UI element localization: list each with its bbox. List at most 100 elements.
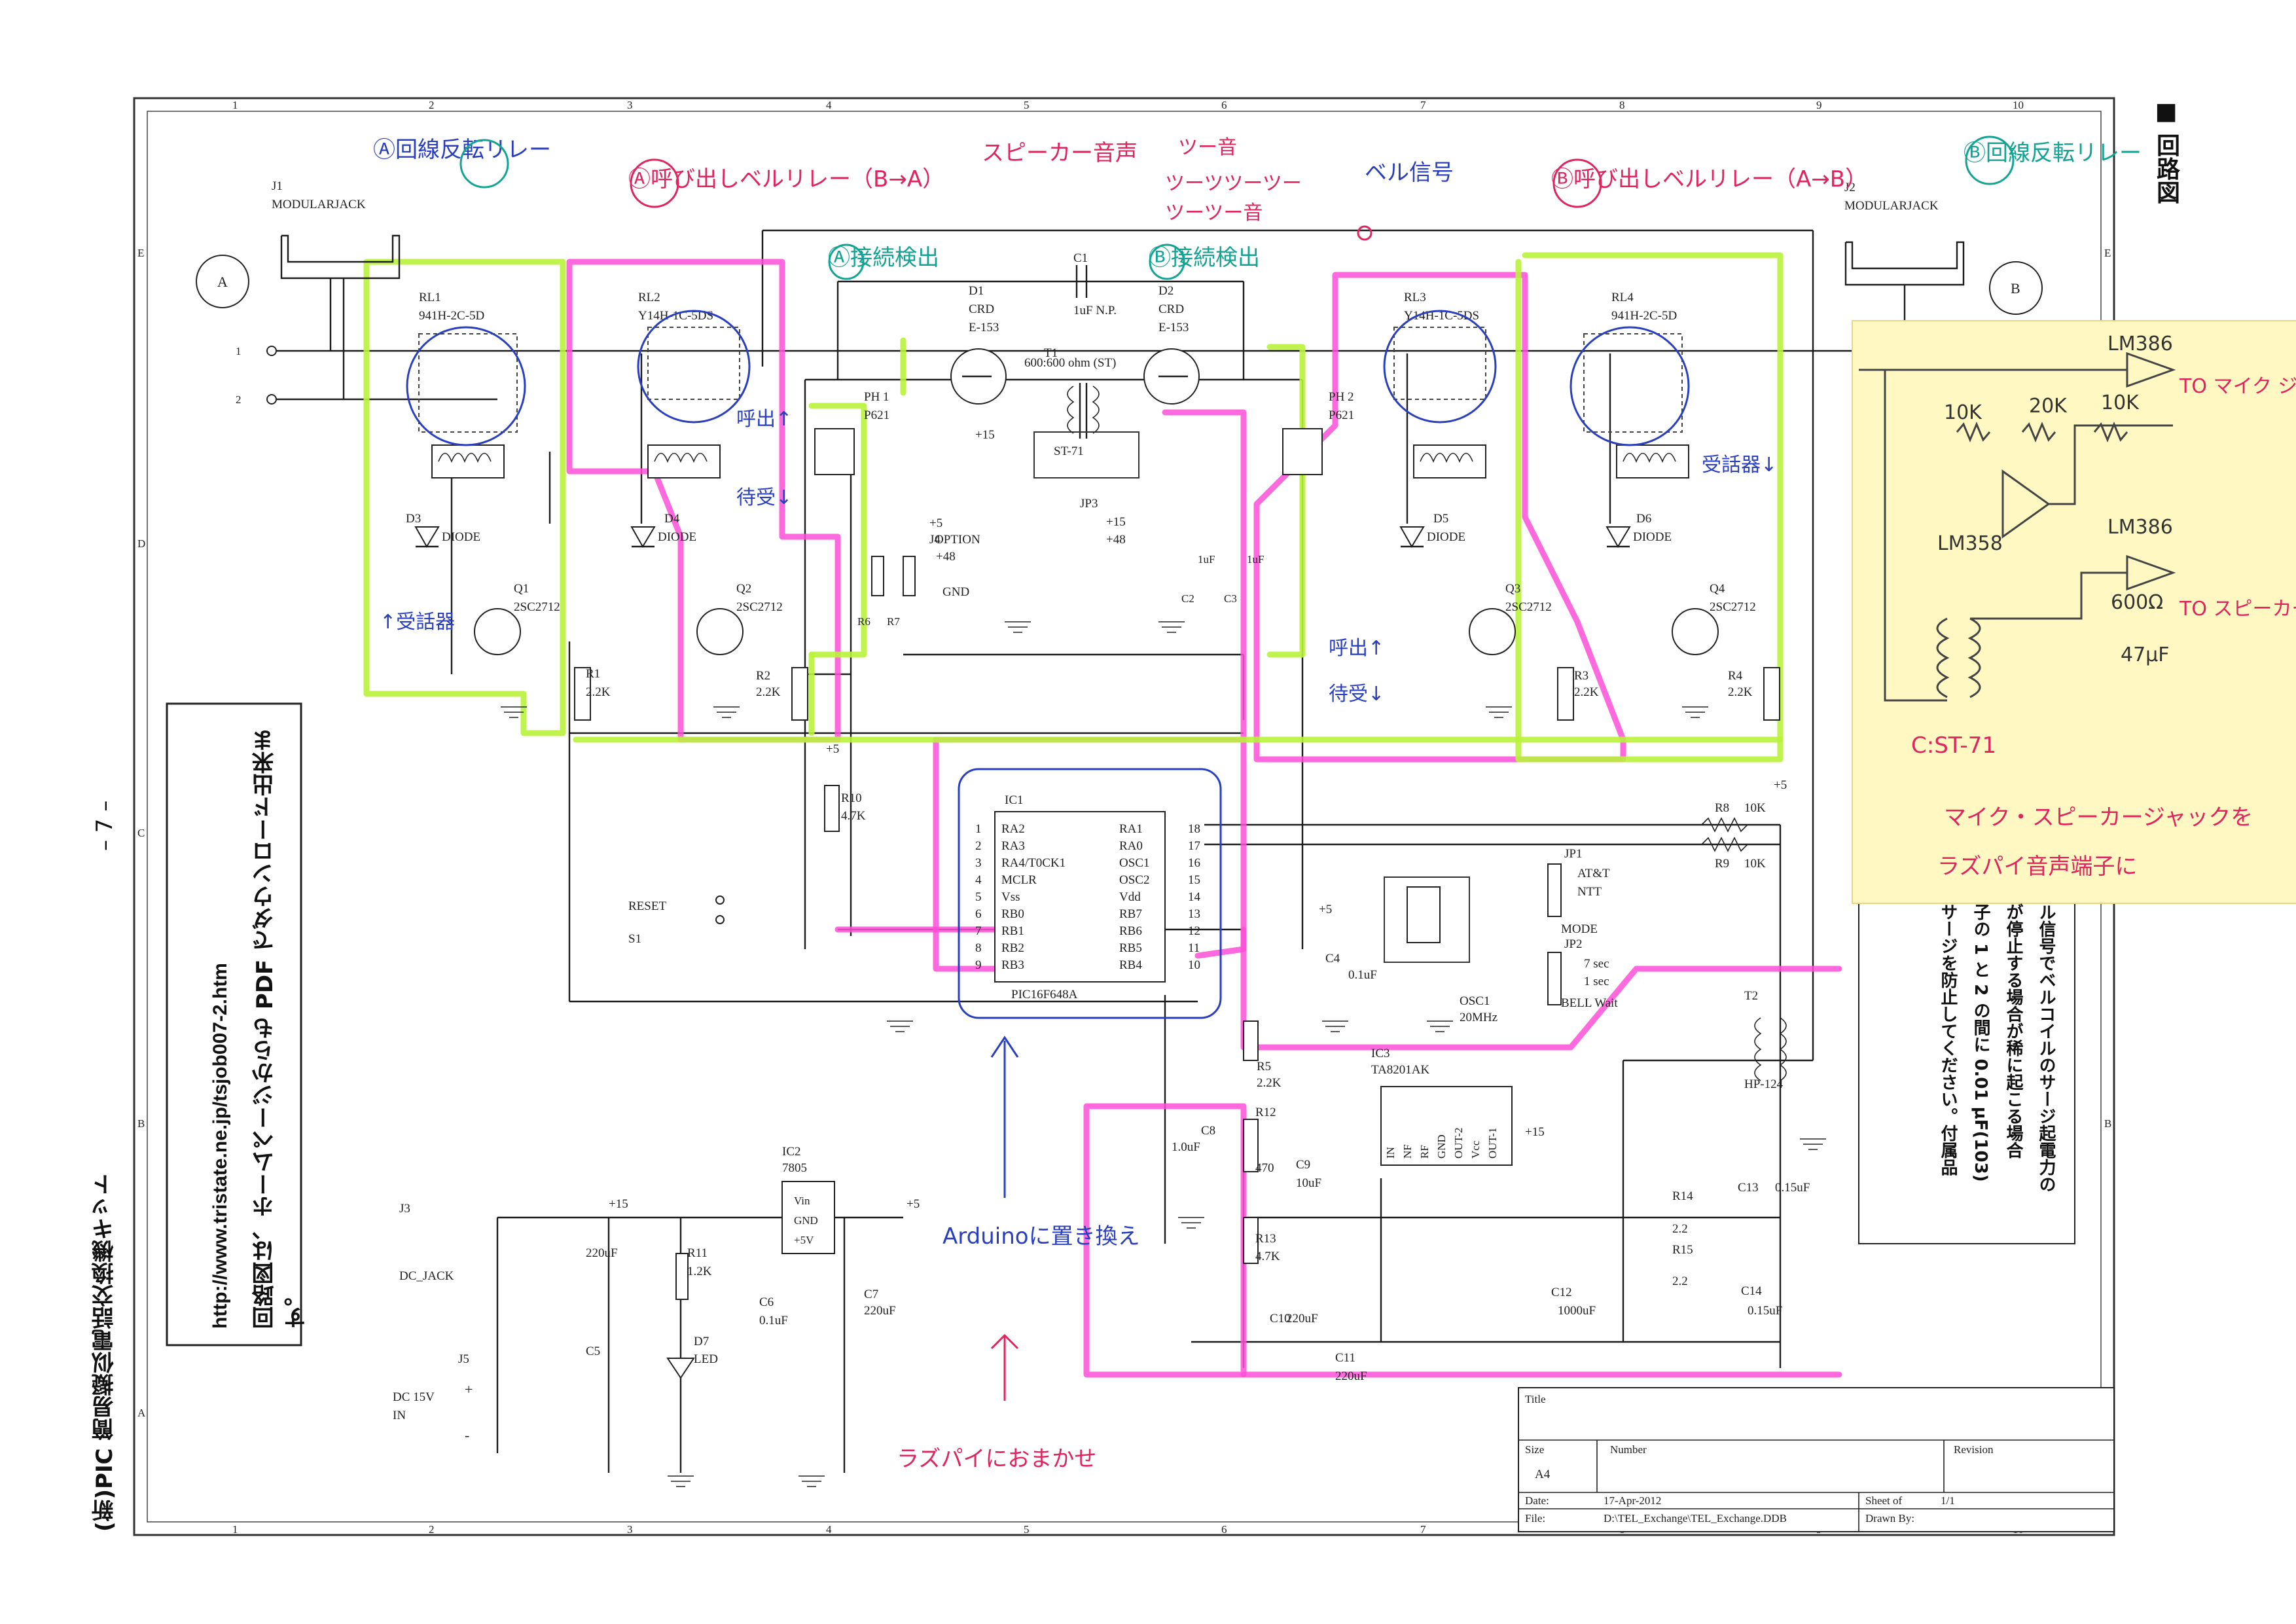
crd-d1: D1 CRD E-153: [950, 284, 1007, 405]
svg-text:J2: J2: [1844, 181, 1856, 194]
svg-text:B: B: [137, 1117, 145, 1130]
svg-text:C5: C5: [586, 1344, 600, 1358]
svg-text:S1: S1: [628, 932, 641, 946]
svg-text:GND: GND: [794, 1214, 818, 1227]
svg-text:DIODE: DIODE: [442, 530, 480, 544]
svg-text:JP3: JP3: [1080, 497, 1098, 511]
svg-text:1uF N.P.: 1uF N.P.: [1073, 304, 1117, 317]
svg-text:220uF: 220uF: [864, 1304, 896, 1318]
svg-text:R15: R15: [1672, 1243, 1693, 1257]
svg-text:D:\TEL_Exchange\TEL_Exchange.D: D:\TEL_Exchange\TEL_Exchange.DDB: [1604, 1512, 1787, 1525]
svg-text:+5: +5: [826, 742, 839, 756]
ic1-pin-number: 2: [975, 839, 982, 853]
svg-text:7: 7: [1420, 1523, 1426, 1536]
svg-text:Vin: Vin: [794, 1195, 810, 1207]
ic1-pin-name: RA0: [1119, 839, 1143, 853]
svg-text:220uF: 220uF: [1335, 1369, 1367, 1383]
svg-text:D1: D1: [969, 284, 984, 298]
svg-text:+: +: [465, 1381, 473, 1398]
svg-text:Size: Size: [1525, 1443, 1544, 1456]
svg-text:受話器↓: 受話器↓: [1702, 454, 1777, 477]
ic1-pin-number: 5: [975, 890, 982, 904]
svg-text:+48: +48: [936, 550, 956, 564]
ic1-pin-name: RB5: [1119, 941, 1142, 955]
svg-text:Q3: Q3: [1505, 582, 1520, 596]
svg-text:Revision: Revision: [1954, 1443, 1994, 1456]
svg-text:10: 10: [2013, 99, 2024, 111]
svg-text:GND: GND: [942, 585, 969, 599]
svg-text:C12: C12: [1551, 1286, 1572, 1299]
ic1-pin-name: RA4/T0CK1: [1001, 856, 1066, 870]
svg-text:ST-71: ST-71: [1054, 444, 1084, 458]
svg-text:TA8201AK: TA8201AK: [1371, 1063, 1430, 1077]
ic1-pin-number: 3: [975, 856, 982, 870]
relay-rl2: RL2 Y14H-1C-5DS: [637, 291, 751, 478]
svg-text:D3: D3: [406, 512, 421, 526]
svg-text:7805: 7805: [782, 1161, 807, 1175]
crd-d2: D2 CRD E-153: [1143, 284, 1200, 405]
svg-text:↑受話器: ↑受話器: [380, 611, 455, 634]
svg-text:47μF: 47μF: [2121, 643, 2170, 666]
option-block: R6 R7 +5 J4 OPTION +48 GND +15 JP3 +15 +…: [857, 428, 1264, 628]
ic1-pin-name: Vss: [1001, 890, 1020, 904]
svg-text:A: A: [137, 1407, 146, 1419]
svg-text:R8: R8: [1715, 801, 1729, 815]
svg-text:600:600 ohm (ST): 600:600 ohm (ST): [1024, 356, 1116, 370]
svg-text:+5: +5: [1774, 778, 1787, 792]
svg-text:AT&T: AT&T: [1577, 867, 1610, 880]
svg-text:C2: C2: [1181, 592, 1194, 605]
relay-rl1: RL1 941H-2C-5D: [406, 291, 526, 478]
svg-text:R13: R13: [1255, 1232, 1276, 1246]
svg-text:R11: R11: [687, 1246, 708, 1260]
svg-text:D4: D4: [664, 512, 680, 526]
svg-text:C10: C10: [1270, 1312, 1291, 1326]
transformer-t2: T2 HP-124: [1744, 989, 1787, 1091]
svg-text:0.15uF: 0.15uF: [1748, 1304, 1782, 1318]
svg-text:1000uF: 1000uF: [1558, 1304, 1596, 1318]
svg-text:+15: +15: [975, 428, 995, 442]
svg-text:1: 1: [236, 345, 242, 357]
relay-rl4: RL4 941H-2C-5D: [1570, 291, 1690, 478]
svg-text:R10: R10: [841, 791, 862, 805]
power-supply-block: IC2 7805 Vin GND +5V J3 DC_JACK J5 DC 15…: [393, 1145, 920, 1443]
svg-text:OSC1: OSC1: [1460, 994, 1490, 1008]
svg-text:3: 3: [627, 99, 633, 111]
ic1-pin-number: 11: [1188, 941, 1200, 955]
svg-text:R14: R14: [1672, 1189, 1693, 1203]
ic3-pin-name: OUT-2: [1452, 1127, 1465, 1159]
svg-text:LED: LED: [694, 1352, 718, 1366]
svg-text:T2: T2: [1744, 989, 1758, 1003]
ic1-pin-number: 6: [975, 907, 982, 921]
svg-text:6: 6: [1221, 99, 1227, 111]
title-block: Title Size A4 Number Revision Date: 17-A…: [1518, 1387, 2115, 1532]
svg-text:HP-124: HP-124: [1744, 1077, 1784, 1091]
svg-text:17-Apr-2012: 17-Apr-2012: [1604, 1494, 1661, 1507]
ic1-pin-name: Vdd: [1119, 890, 1141, 904]
svg-text:Q4: Q4: [1710, 582, 1725, 596]
svg-text:2SC2712: 2SC2712: [736, 600, 783, 614]
svg-text:C7: C7: [864, 1288, 878, 1301]
svg-text:Number: Number: [1610, 1443, 1647, 1456]
svg-text:マイク・スピーカージャックを: マイク・スピーカージャックを: [1944, 804, 2253, 831]
svg-text:8: 8: [1619, 99, 1625, 111]
svg-text:P621: P621: [1329, 408, 1354, 422]
svg-text:ベル信号: ベル信号: [1365, 160, 1454, 186]
sticky-note: LM386 LM386 LM358 10K 20K 10K 600Ω 47μF …: [1852, 320, 2296, 904]
svg-text:JP1: JP1: [1564, 847, 1582, 861]
svg-text:2.2K: 2.2K: [756, 685, 781, 699]
svg-text:RL2: RL2: [638, 291, 660, 304]
svg-text:2SC2712: 2SC2712: [514, 600, 560, 614]
svg-text:C9: C9: [1296, 1158, 1310, 1172]
svg-text:E-153: E-153: [1158, 321, 1189, 334]
ic1-pin-name: RA3: [1001, 839, 1025, 853]
svg-text:470: 470: [1255, 1161, 1274, 1175]
svg-text:+5: +5: [906, 1197, 920, 1211]
svg-text:T1: T1: [1044, 346, 1058, 360]
r8-r9-block: R8 10K R9 10K +5: [1701, 778, 1787, 871]
download-note-box: [166, 702, 302, 1346]
svg-text:PH 1: PH 1: [864, 390, 889, 404]
ic1-pin-name: RA1: [1119, 822, 1143, 836]
side-note-2: が停止する場合が稀に起こる場合: [2003, 903, 2023, 1159]
ic1-pin-number: 7: [975, 924, 982, 938]
svg-text:MODULARJACK: MODULARJACK: [1844, 199, 1939, 213]
